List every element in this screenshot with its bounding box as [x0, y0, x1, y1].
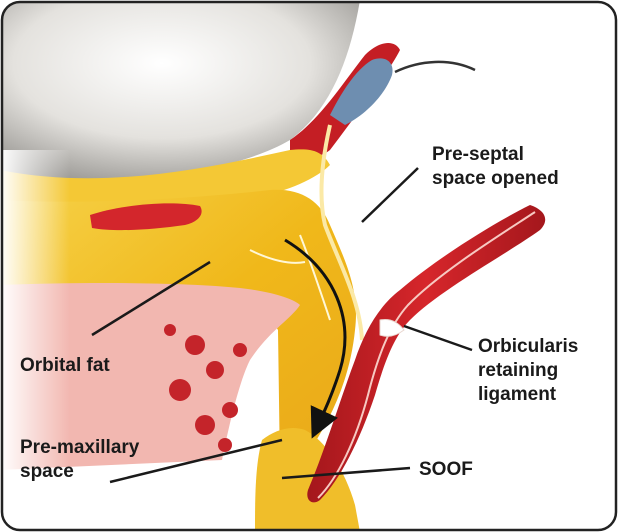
label-pre-septal-line2: space opened [432, 168, 559, 189]
label-soof-line1: SOOF [419, 459, 473, 480]
label-pre-maxillary-line1: Pre-maxillary [20, 437, 140, 458]
label-orbicularis-line2: retaining [478, 360, 558, 381]
label-pre-septal-line1: Pre-septal [432, 144, 524, 165]
label-orbital-fat: Orbital fat [20, 355, 110, 376]
label-orbital-fat-line1: Orbital fat [20, 355, 110, 376]
label-orbicularis-line3: ligament [478, 384, 557, 405]
label-soof: SOOF [419, 459, 473, 480]
label-orbicularis-line1: Orbicularis [478, 336, 578, 357]
label-pre-maxillary-line2: space [20, 461, 74, 482]
